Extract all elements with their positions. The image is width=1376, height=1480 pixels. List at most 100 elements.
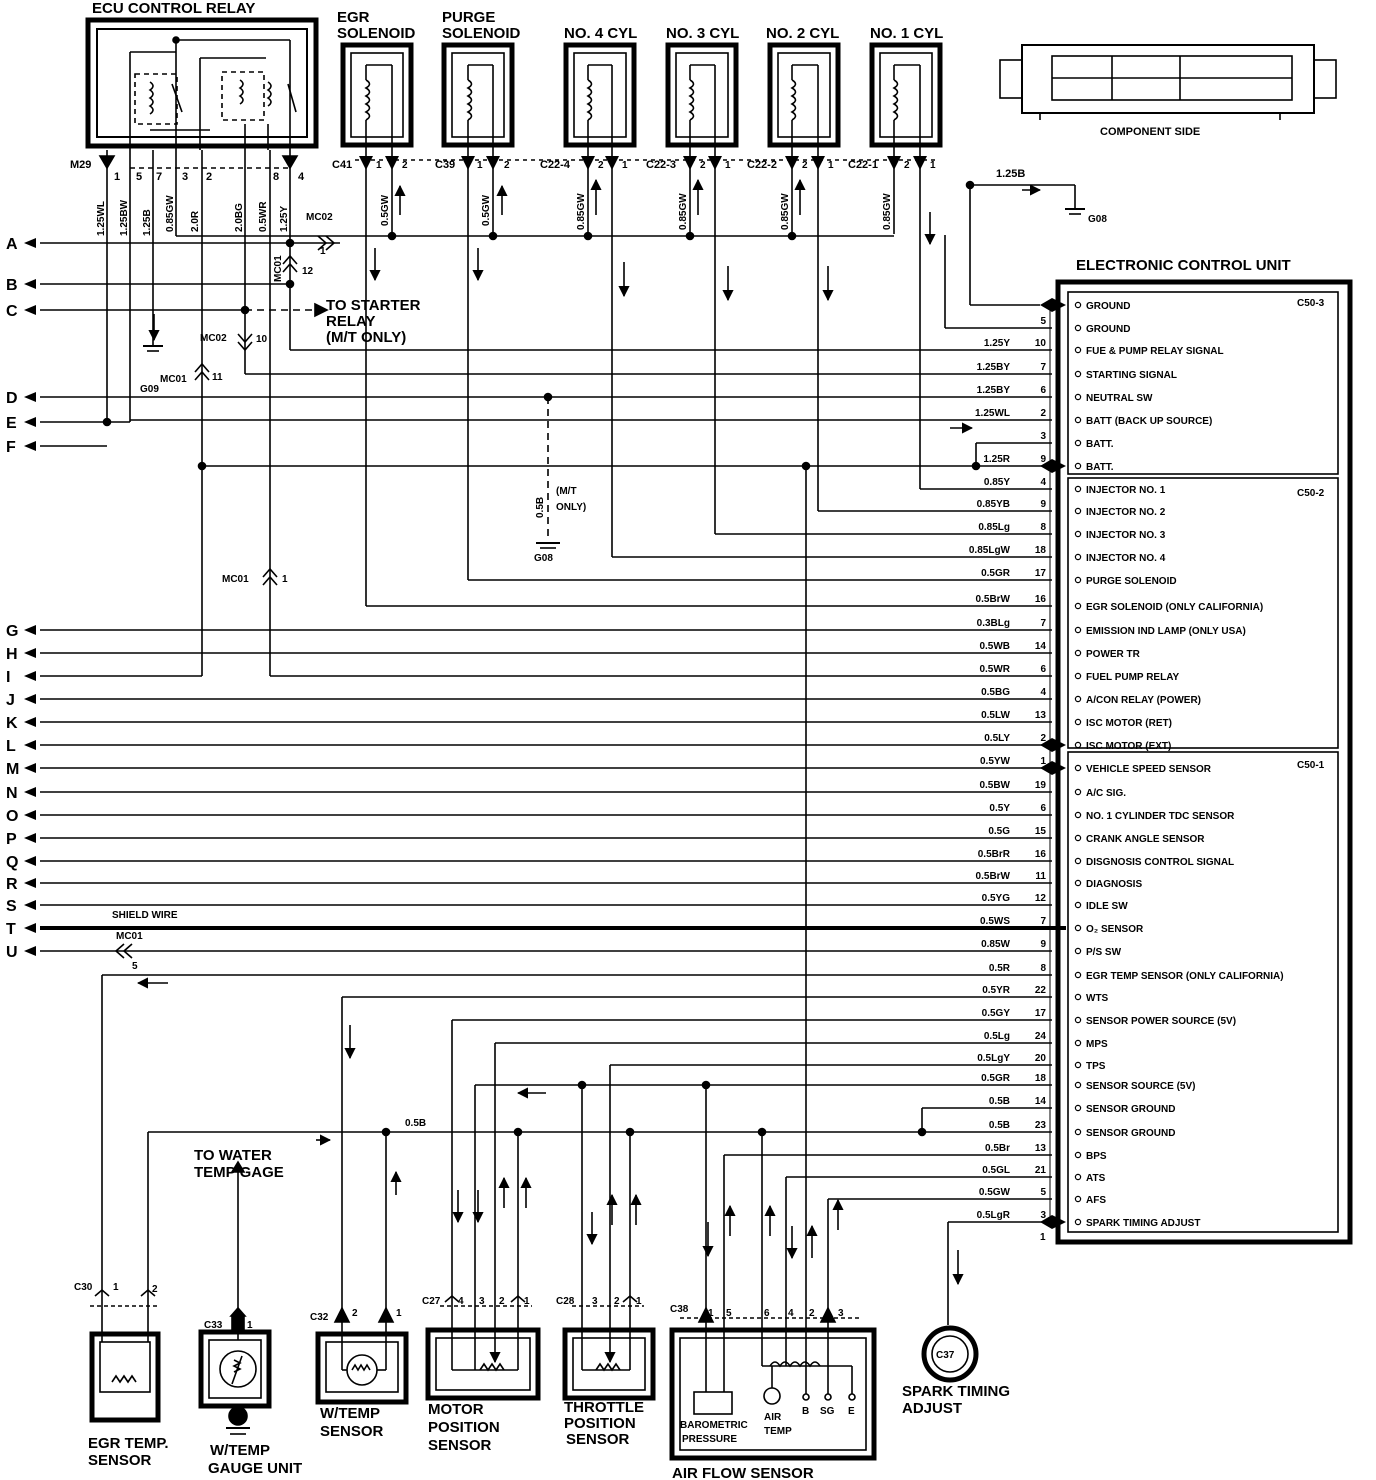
- ecu-wire-label: 1.25Y: [984, 338, 1010, 349]
- ecu-terminal: [1074, 649, 1082, 657]
- harness-letter: T: [6, 921, 16, 938]
- relay-wire: 1.25B: [142, 209, 153, 236]
- wtemp-sensor-title: W/TEMP: [320, 1405, 380, 1422]
- ecu-pin-number: 10: [1035, 338, 1047, 349]
- ecu-wire-label: 0.5BrR: [978, 849, 1011, 860]
- throttle-pos-title: SENSOR: [566, 1431, 630, 1448]
- ecu-terminal: [1074, 924, 1082, 932]
- harness-letter: O: [6, 808, 18, 825]
- ecu-terminal: [1074, 507, 1082, 515]
- ground-label: G08: [534, 553, 553, 564]
- ecu-terminal-label: TPS: [1086, 1061, 1106, 1072]
- mc02-pin: 1: [320, 246, 326, 257]
- relay-pin: 7: [156, 171, 162, 183]
- air-flow-pin: 5: [726, 1308, 732, 1319]
- ecu-terminal: [1074, 695, 1082, 703]
- ecu-pin-number: 1: [1040, 756, 1046, 767]
- harness-letter: Q: [6, 854, 18, 871]
- purge-pin: 2: [504, 160, 510, 171]
- mc01-pin: 11: [212, 372, 223, 383]
- injector-2: [767, 42, 841, 150]
- egr-pin: 2: [402, 160, 408, 171]
- ecu-title: ELECTRONIC CONTROL UNIT: [1076, 257, 1291, 274]
- ecu-box: [1049, 279, 1353, 1245]
- harness-letter: F: [6, 439, 16, 456]
- ecu-terminal: [1074, 602, 1082, 610]
- ecu-pin-number: 7: [1040, 916, 1046, 927]
- ecu-terminal-label: SENSOR GROUND: [1086, 1128, 1175, 1139]
- throttle-pos-pin: 1: [636, 1296, 642, 1307]
- injector-connector: C22-3: [646, 159, 676, 171]
- ecu-terminal: [1074, 346, 1082, 354]
- egr-wire: 0.5GW: [380, 194, 391, 226]
- mc02-label: MC02: [306, 212, 333, 223]
- harness-letter: M: [6, 761, 19, 778]
- ecu-terminal: [1074, 626, 1082, 634]
- actuator-texts: EGR SOLENOID C41 1 2 0.5GW PURGE SOLENOI…: [332, 9, 1200, 230]
- ecu-terminal-label: FUE & PUMP RELAY SIGNAL: [1086, 346, 1224, 357]
- ecu-terminal-label: EGR SOLENOID (ONLY CALIFORNIA): [1086, 602, 1263, 613]
- spark-title: ADJUST: [902, 1400, 962, 1417]
- ecu-terminal-label: WTS: [1086, 993, 1109, 1004]
- ecu-terminal: [1074, 1104, 1082, 1112]
- to-water-temp-label: TEMP GAGE: [194, 1164, 284, 1181]
- ecu-terminal: [1074, 1061, 1082, 1069]
- relay-connector: M29: [70, 159, 91, 171]
- ecu-pin-number: 17: [1035, 1008, 1047, 1019]
- ecu-pin-number: 6: [1040, 385, 1046, 396]
- wtemp-gauge-pin: 1: [247, 1320, 253, 1331]
- ecu-terminal-label: SENSOR POWER SOURCE (5V): [1086, 1016, 1236, 1027]
- egr-temp-title: EGR TEMP.: [88, 1435, 169, 1452]
- ecu-wire-label: 0.5BrW: [976, 871, 1011, 882]
- ecu-connector-label: C50-2: [1297, 488, 1325, 499]
- relay-wire: 2.0R: [190, 210, 201, 232]
- ecu-terminal: [1074, 576, 1082, 584]
- injector-pin: 1: [622, 160, 628, 171]
- ecu-terminal-label: SENSOR GROUND: [1086, 1104, 1175, 1115]
- ecu-terminal-label: POWER TR: [1086, 649, 1141, 660]
- ecu-terminal: [1074, 324, 1082, 332]
- mc01-label: MC01: [222, 574, 249, 585]
- ecu-terminal-label: GROUND: [1086, 324, 1130, 335]
- mc01-pin: 1: [282, 574, 288, 585]
- ecu-terminal-label: EGR TEMP SENSOR (ONLY CALIFORNIA): [1086, 971, 1284, 982]
- ecu-terminal-label: O₂ SENSOR: [1086, 924, 1144, 935]
- wtemp-gauge-title: W/TEMP: [210, 1442, 270, 1459]
- ecu-pin: 1: [1040, 1232, 1046, 1243]
- ecu-wire-label: 0.5LgY: [977, 1053, 1010, 1064]
- air-flow-pin: 4: [788, 1308, 794, 1319]
- to-starter-label: RELAY: [326, 313, 375, 330]
- motor-position-sensor-body: [425, 1294, 541, 1401]
- ecu-wire-label: 0.85YB: [977, 499, 1010, 510]
- injector-wire: 0.85GW: [678, 193, 689, 230]
- purge-connector: C39: [435, 159, 455, 171]
- injector-title: NO. 4 CYL: [564, 25, 637, 42]
- ecu-terminal-label: DISGNOSIS CONTROL SIGNAL: [1086, 857, 1234, 868]
- egr-pin: 1: [376, 160, 382, 171]
- air-flow-temp-label: AIR: [764, 1412, 782, 1423]
- ecu-pin-number: 6: [1040, 803, 1046, 814]
- ecu-pin-number: 5: [1040, 316, 1046, 327]
- ecu-wire-label: 0.5YW: [980, 756, 1011, 767]
- ecu-wire-label: 0.5BrW: [976, 594, 1011, 605]
- ecu-terminal-label: STARTING SIGNAL: [1086, 370, 1177, 381]
- ecu-terminal: [1074, 1173, 1082, 1181]
- ecu-terminal-label: AFS: [1086, 1195, 1106, 1206]
- motor-pos-title: POSITION: [428, 1419, 500, 1436]
- ecu-pin-number: 24: [1035, 1031, 1047, 1042]
- ecu-pin-number: 4: [1040, 477, 1046, 488]
- ecu-terminal: [1074, 947, 1082, 955]
- mt-only-wire: 0.5B: [535, 497, 546, 518]
- ecu-wire-label: 0.5B: [989, 1096, 1010, 1107]
- mt-only-label: (M/T: [556, 486, 577, 497]
- air-flow-pin: 2: [809, 1308, 815, 1319]
- ecu-wire-label: 0.5GL: [982, 1165, 1010, 1176]
- relay-pin: 5: [136, 171, 142, 183]
- relay-wire: 0.5WR: [258, 201, 269, 232]
- mc01-label: MC01: [116, 931, 143, 942]
- ecu-terminal: [1074, 834, 1082, 842]
- ecu-pin-number: 7: [1040, 618, 1046, 629]
- purge-solenoid: [441, 42, 515, 150]
- harness-letter: R: [6, 876, 18, 893]
- ecu-wire-label: 1.25BY: [977, 362, 1011, 373]
